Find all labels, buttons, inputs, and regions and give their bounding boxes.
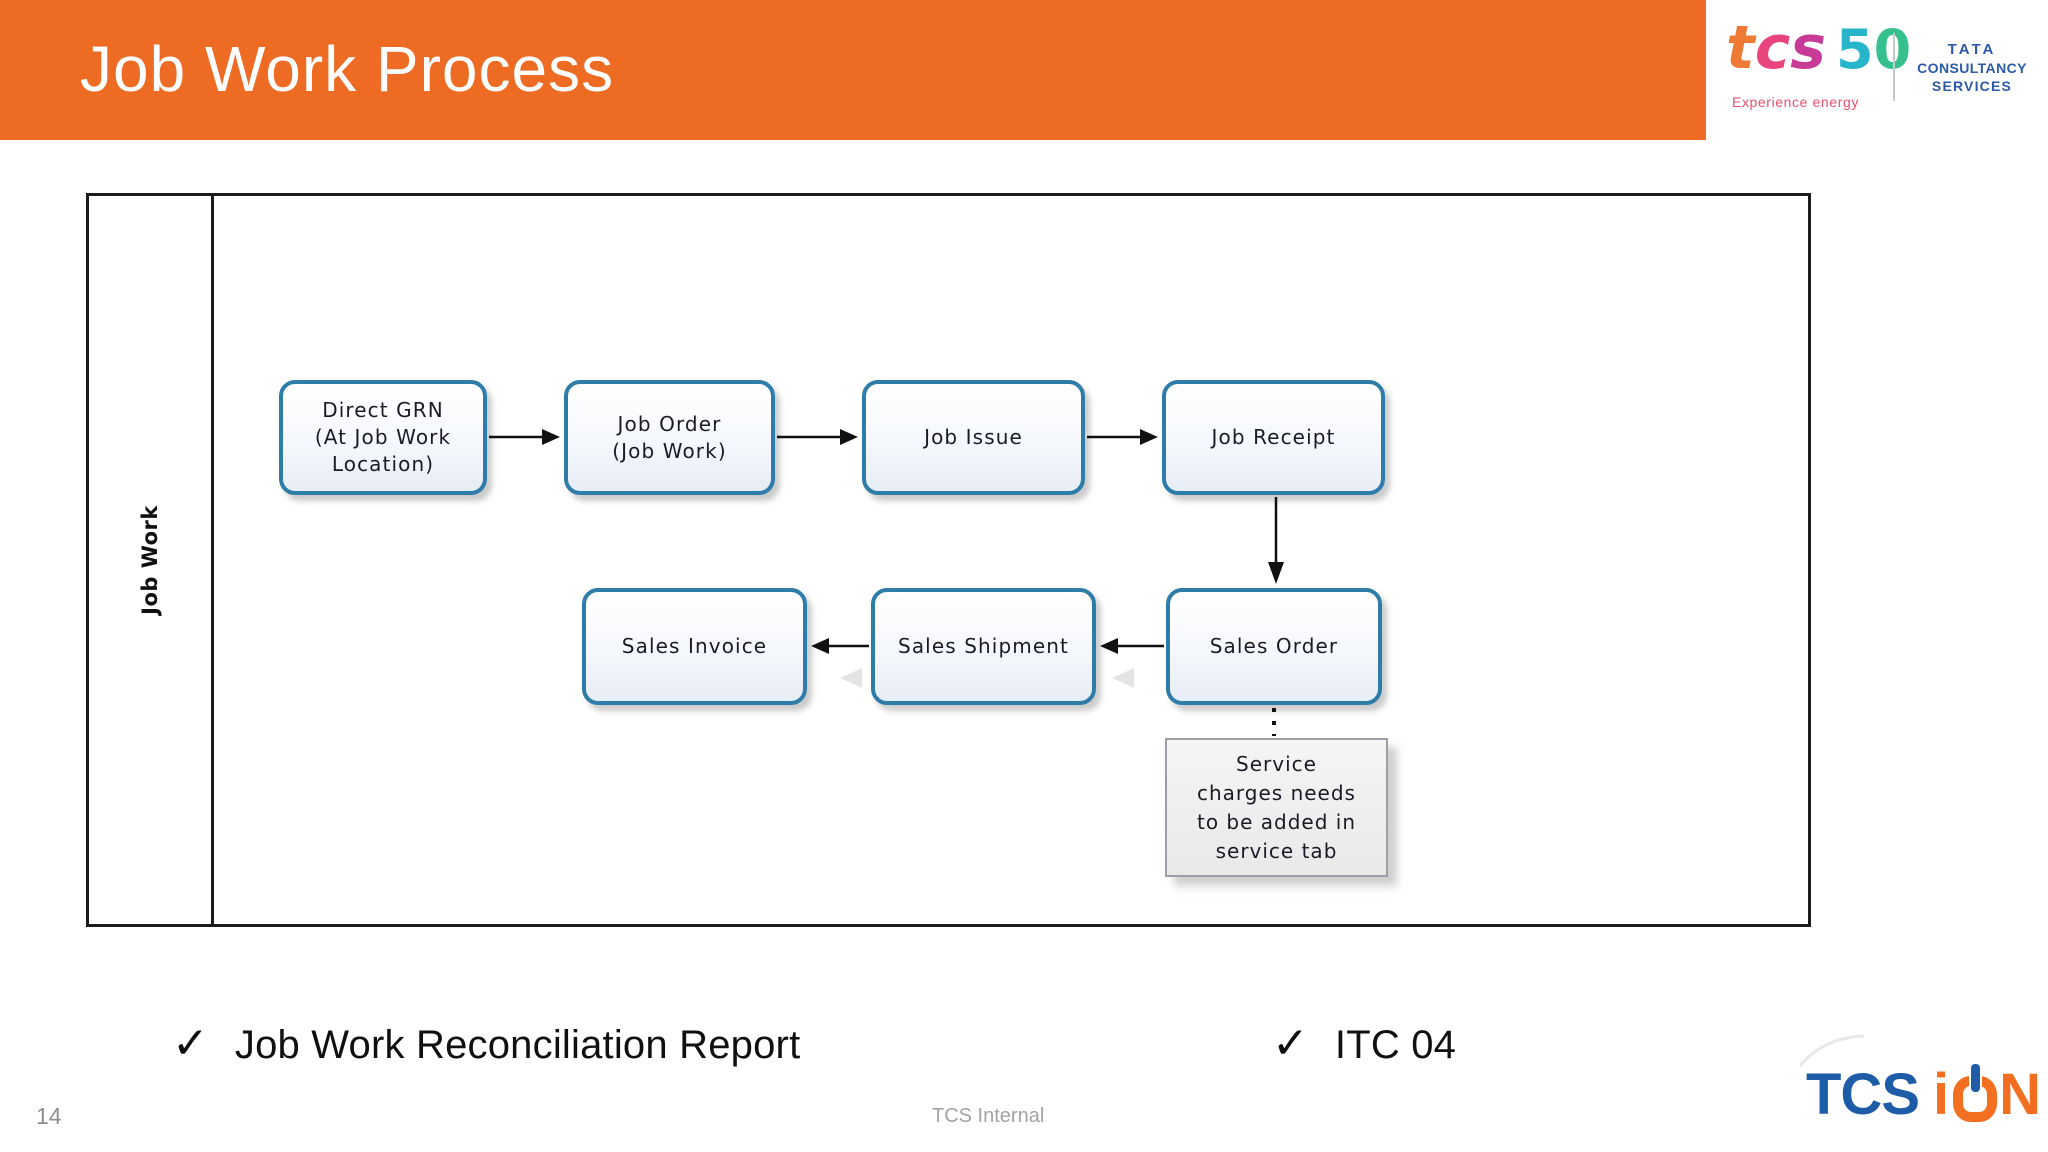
swimlane-label: Job Work [138, 505, 162, 615]
brand-panel: tcs 50 Experience energy TATA CONSULTANC… [1706, 0, 2048, 140]
note-box-service-charges: Service charges needs to be added in ser… [1165, 738, 1388, 877]
tcs50-letter: c [1754, 13, 1791, 83]
arrow-salesshipment-salesinvoice [811, 638, 869, 654]
flow-box-job-issue: Job Issue [862, 380, 1085, 495]
note-label: Service [1236, 751, 1317, 776]
swimlane-header: Job Work [89, 196, 211, 924]
page-number: 14 [36, 1103, 62, 1129]
flow-box-job-receipt: Job Receipt [1162, 380, 1385, 495]
tcs50-wordmark: tcs [1726, 16, 1826, 80]
flow-box-label: Location) [331, 452, 435, 476]
arrow-joborder-jobissue [777, 429, 858, 445]
flow-box-label: Job Order [617, 411, 722, 436]
ion-n-text: N [1999, 1062, 2042, 1127]
tata-logo: TATA CONSULTANCY SERVICES [1906, 41, 2038, 95]
tcs-ion-logo: TCS i N [1800, 1030, 2042, 1148]
power-stick [1971, 1064, 1981, 1092]
flowchart-frame: Job Work Direct GRN (At Job Work Locatio… [86, 193, 1811, 927]
flow-box-sales-invoice: Sales Invoice [582, 588, 807, 705]
ion-tcs-text: TCS [1806, 1062, 1920, 1127]
tcs50-tagline: Experience energy [1732, 94, 1859, 110]
checklist-item-reconciliation: ✓ Job Work Reconciliation Report [172, 1018, 800, 1071]
tata-line: TATA [1947, 41, 1997, 58]
tcs50-logo: tcs 50 [1726, 16, 1911, 80]
flow-box-label: Direct GRN [322, 398, 444, 422]
flow-box-direct-grn: Direct GRN (At Job Work Location) [279, 380, 487, 495]
flow-box-label: Job Receipt [1211, 425, 1336, 449]
flow-box-label: Sales Order [1209, 634, 1339, 658]
checklist-item-itc04: ✓ ITC 04 [1272, 1018, 1456, 1071]
flow-box-label: (At Job Work [314, 425, 452, 449]
checkmark-icon: ✓ [1272, 1018, 1309, 1069]
checklist-label: Job Work Reconciliation Report [234, 1023, 801, 1067]
flow-connectors [489, 429, 1284, 736]
flow-box-sales-order: Sales Order [1166, 588, 1382, 705]
tcs50-digit: 0 [1874, 18, 1912, 81]
ghost-arrowhead-icon [1112, 668, 1134, 688]
tata-line: SERVICES [1931, 78, 2013, 94]
flow-box-label: Sales Invoice [621, 634, 768, 658]
note-label: charges needs [1197, 780, 1356, 805]
tcs-ion-wordmark: TCS i N [1806, 1062, 2042, 1127]
page-title: Job Work Process [80, 33, 615, 105]
power-button-o-icon [1953, 1064, 1998, 1122]
swimlane-divider [211, 196, 214, 924]
classification-label: TCS Internal [932, 1105, 1045, 1127]
flow-box-sales-shipment: Sales Shipment [871, 588, 1096, 705]
tcs50-letter: s [1790, 13, 1826, 83]
arrow-directgrn-joborder [489, 429, 560, 445]
note-label: service tab [1215, 838, 1338, 863]
tcs50-letter: t [1726, 13, 1755, 83]
flow-box-label: Job Issue [924, 425, 1023, 449]
ion-i-text: i [1933, 1062, 1950, 1127]
checklist-label: ITC 04 [1334, 1023, 1457, 1067]
swoosh-arc-icon [1800, 1034, 1865, 1068]
logo-divider [1893, 33, 1895, 101]
note-label: to be added in [1196, 809, 1357, 834]
checkmark-icon: ✓ [172, 1018, 209, 1069]
arrow-jobissue-jobreceipt [1087, 429, 1158, 445]
ghost-arrowhead-icon [840, 668, 862, 688]
arrow-jobreceipt-salesorder [1268, 497, 1284, 584]
header-bar: Job Work Process [0, 0, 1706, 140]
tcs50-number: 50 [1836, 20, 1911, 80]
flow-box-job-order: Job Order (Job Work) [564, 380, 775, 495]
arrow-salesorder-salesshipment [1100, 638, 1164, 654]
flow-box-label: Sales Shipment [898, 634, 1069, 658]
tcs50-digit: 5 [1835, 18, 1874, 81]
tata-line: CONSULTANCY [1917, 60, 2027, 76]
flow-box-label: (Job Work) [612, 438, 727, 463]
